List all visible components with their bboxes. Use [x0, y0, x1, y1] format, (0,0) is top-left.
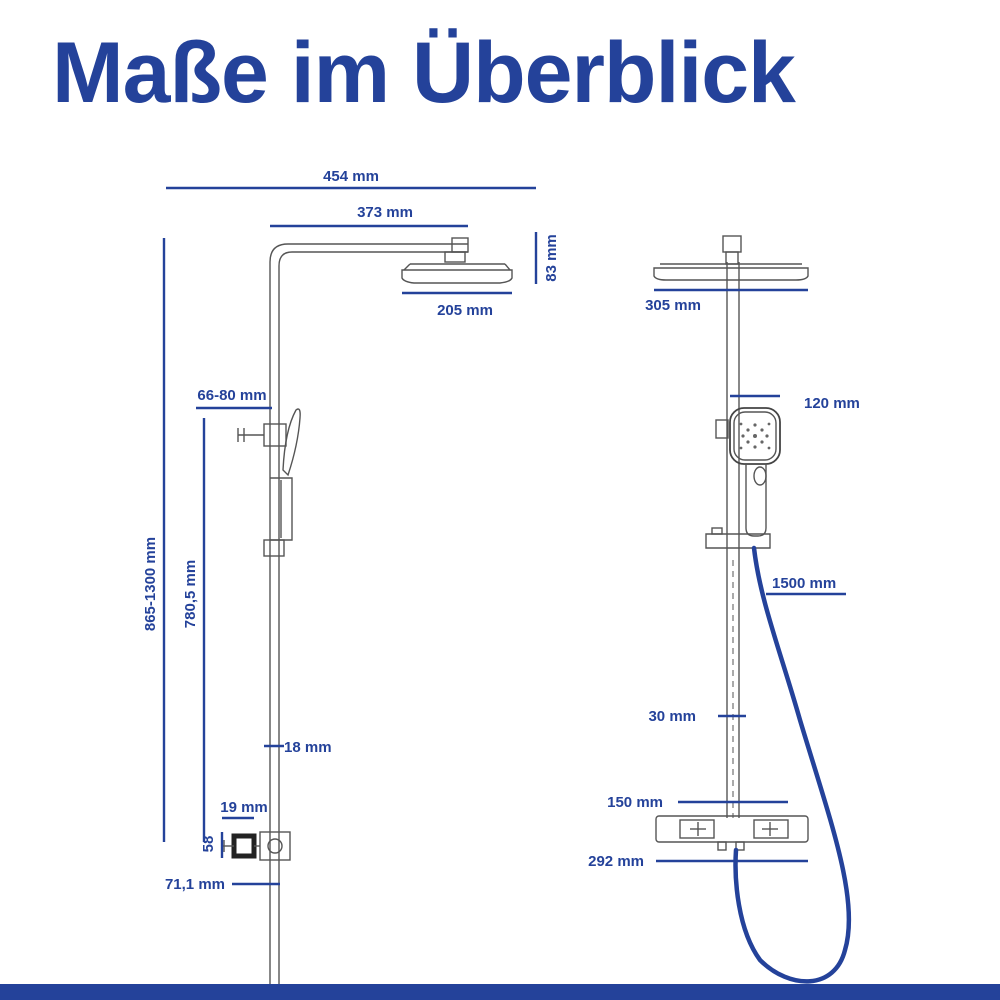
side-dimensions [162, 186, 538, 886]
side-valve-body [259, 831, 291, 861]
side-valve-connector [231, 833, 257, 859]
side-view [222, 237, 513, 990]
front-handshower-handle [745, 464, 767, 537]
label-150mm: 150 mm [607, 794, 663, 811]
front-head-mount [722, 235, 742, 253]
front-dimensions [654, 288, 846, 863]
label-865-1300mm: 865-1300 mm [142, 537, 159, 631]
bottom-accent-bar [0, 984, 1000, 1000]
label-71mm: 71,1 mm [165, 876, 225, 893]
side-riser-pipe [269, 243, 468, 990]
label-1500mm: 1500 mm [772, 575, 836, 592]
label-66-80mm: 66-80 mm [197, 387, 266, 404]
label-19mm: 19 mm [220, 799, 268, 816]
side-valve-knob [267, 838, 283, 854]
label-205mm: 205 mm [437, 302, 493, 319]
side-slider [263, 539, 285, 557]
label-305mm: 305 mm [645, 297, 701, 314]
side-handshower [282, 408, 301, 477]
page-title: Maße im Überblick [52, 25, 796, 121]
front-handshower-head [729, 407, 781, 465]
side-head-neck [444, 251, 466, 263]
label-454mm: 454 mm [323, 168, 379, 185]
label-18mm: 18 mm [284, 739, 332, 756]
label-780mm: 780,5 mm [182, 560, 199, 628]
front-shower-head [653, 267, 809, 281]
side-arm-end [451, 237, 469, 253]
side-shower-head [401, 269, 513, 284]
front-thermostat [655, 815, 809, 843]
label-292mm: 292 mm [588, 853, 644, 870]
label-373mm: 373 mm [357, 204, 413, 221]
front-view [653, 235, 809, 851]
side-riser-pipe-inner [278, 251, 468, 990]
front-handshower-nozzles [739, 422, 771, 450]
label-30mm: 30 mm [648, 708, 696, 725]
label-120mm: 120 mm [804, 395, 860, 412]
front-hose [733, 545, 852, 984]
label-58: 58 [200, 836, 217, 853]
side-holder-clamp [263, 423, 287, 447]
label-83mm: 83 mm [543, 234, 560, 282]
front-slider [705, 533, 771, 549]
